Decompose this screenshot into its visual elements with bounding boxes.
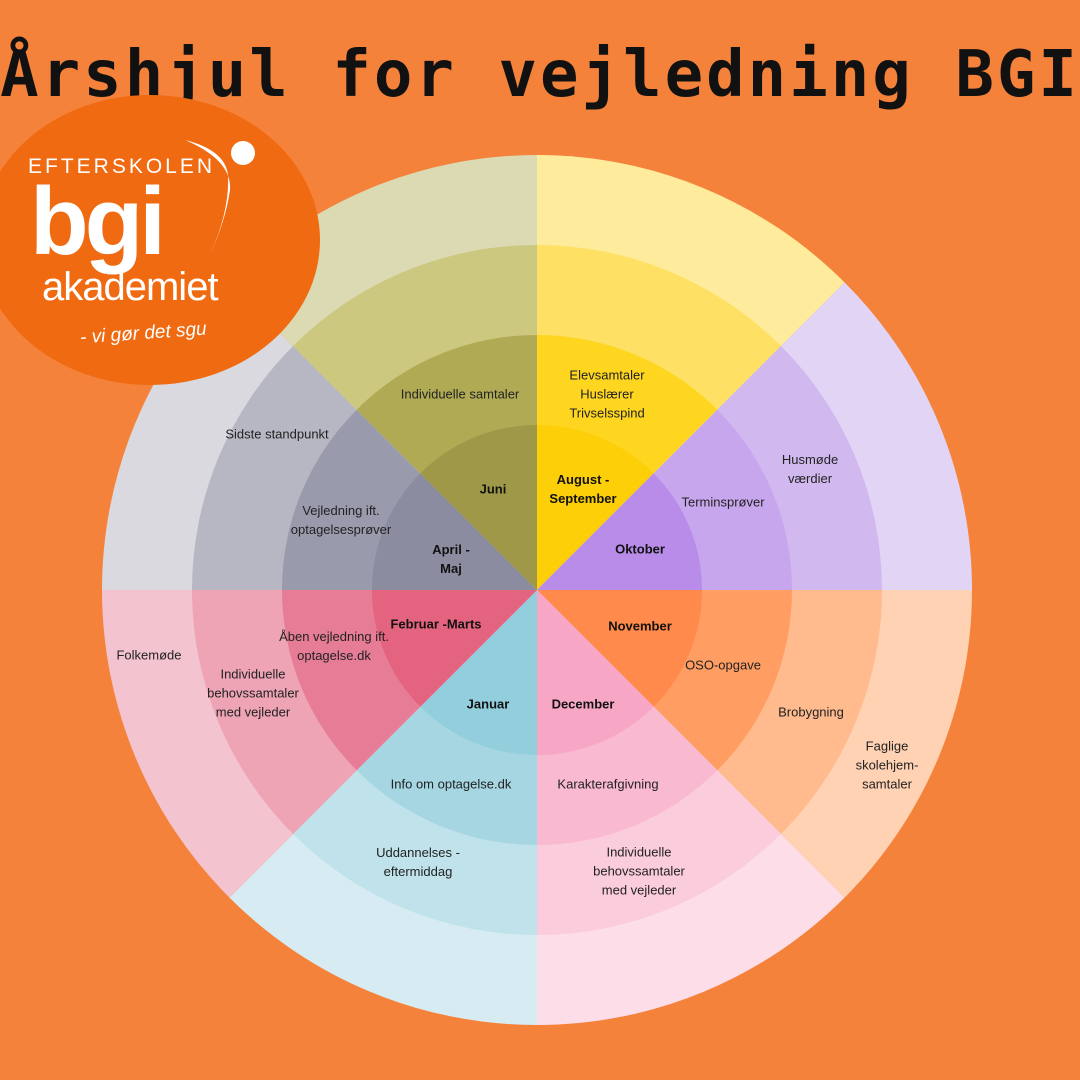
activity-uddannelses-eftermiddag: Uddannelses - eftermiddag <box>376 845 460 879</box>
logo-efterskolen: EFTERSKOLEN <box>28 155 216 178</box>
wheel-sector-nov-ring-4 <box>537 590 702 707</box>
activity-terminsprover: Terminsprøver <box>681 494 765 510</box>
activity-karakterafgivning: Karakterafgivning <box>557 776 659 792</box>
month-januar: Januar <box>466 696 510 712</box>
activity-sidste-standpunkt: Sidste standpunkt <box>225 426 329 442</box>
wheel-sector-aug_sep-ring-4 <box>537 425 654 590</box>
activity-brobygning: Brobygning <box>778 704 844 720</box>
activity-oso-opgave: OSO-opgave <box>685 657 761 673</box>
wheel-sector-juni-ring-4 <box>420 425 537 590</box>
wheel-sector-apr_maj-ring-4 <box>372 473 537 590</box>
figure-swoosh-icon <box>185 140 255 265</box>
logo-bgi: bgi <box>30 168 166 275</box>
bgi-akademiet-logo: EFTERSKOLEN bgi akademiet - vi gør det s… <box>0 95 320 385</box>
month-november: November <box>608 618 672 634</box>
month-apr-maj: April - Maj <box>432 542 470 576</box>
activity-individuelle-behovssamtaler-feb: Individuelle behovssamtaler med vejleder <box>207 666 299 720</box>
month-feb-mar: Februar -Marts <box>390 616 482 632</box>
month-december: December <box>551 696 615 712</box>
activity-faglige-samtaler: Faglige skolehjem- samtaler <box>855 738 919 792</box>
wheel-sector-dec-ring-4 <box>537 590 654 755</box>
activity-individuelle-behovssamtaler-dec: Individuelle behovssamtaler med vejleder <box>593 844 685 898</box>
activity-husmode: Husmøde værdier <box>781 452 839 486</box>
month-juni: Juni <box>479 481 507 497</box>
wheel-sector-feb_mar-ring-4 <box>372 590 537 707</box>
activity-vejledning-optagelsesprover: Vejledning ift. optagelsesprøver <box>290 503 392 537</box>
month-aug-sep: August - September <box>549 472 617 506</box>
wheel-sector-jan-ring-4 <box>420 590 537 755</box>
month-oktober: Oktober <box>615 541 665 557</box>
activity-individuelle-samtaler: Individuelle samtaler <box>400 386 520 402</box>
logo-akademiet: akademiet <box>42 265 219 309</box>
activity-info-optagelse: Info om optagelse.dk <box>390 776 512 792</box>
activity-elevsamtaler: Elevsamtaler Huslærer Trivselsspind <box>569 367 645 421</box>
activity-aben-vejledning: Åben vejledning ift. optagelse.dk <box>279 629 389 663</box>
activity-folkemode: Folkemøde <box>116 647 182 663</box>
wheel-sector-oktober-ring-4 <box>537 473 702 590</box>
